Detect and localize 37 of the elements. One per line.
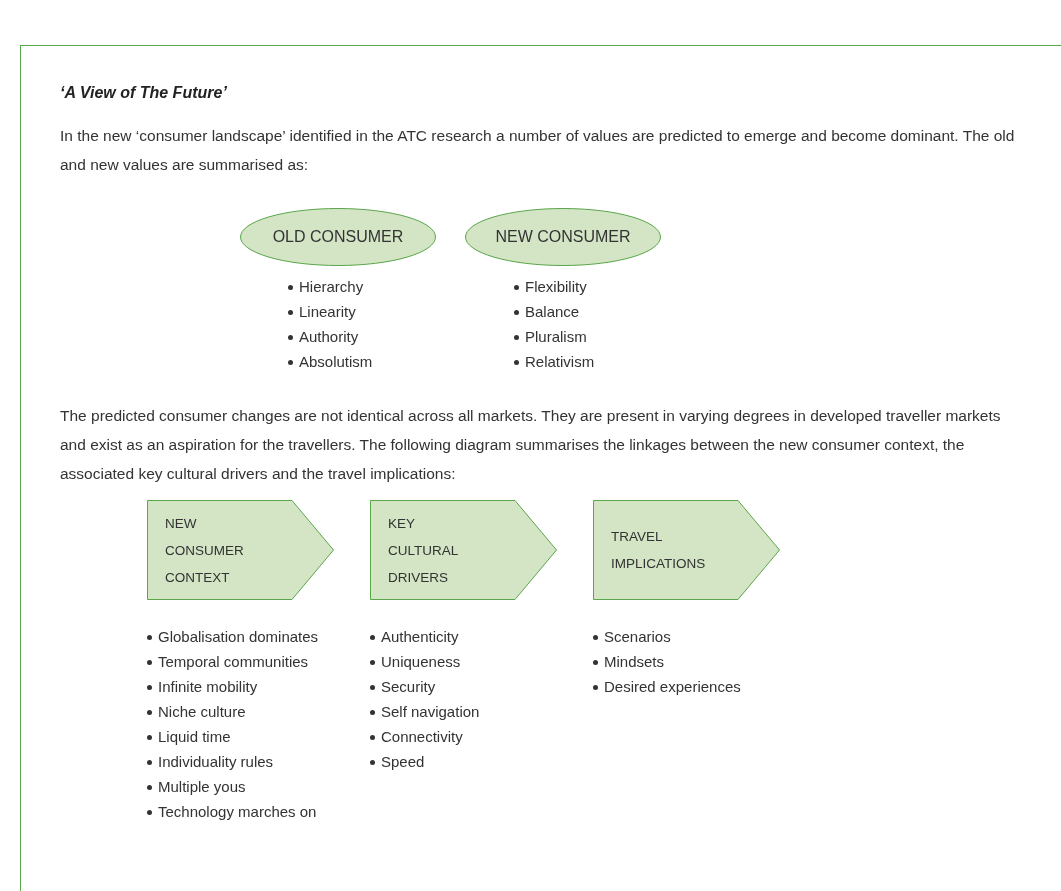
ellipse-node bbox=[465, 208, 661, 266]
list-item: Scenarios bbox=[604, 628, 671, 646]
list-item: Temporal communities bbox=[158, 653, 309, 671]
list-item: Speed bbox=[381, 753, 425, 771]
list-item: Relativism bbox=[525, 353, 595, 371]
list-item: Authority bbox=[299, 328, 359, 346]
list-item: Security bbox=[381, 678, 436, 696]
pentagon-arrow-box bbox=[370, 500, 557, 600]
paragraph: In the new ‘consumer landscape’ identified in the ATC research a number of values are predicted to emerge and become dominant. The old and new values are summarised as: bbox=[60, 126, 1016, 175]
ellipse-node bbox=[240, 208, 436, 266]
list-item: Mindsets bbox=[604, 653, 665, 671]
list-item: Globalisation dominates bbox=[158, 628, 319, 646]
list-item: Uniqueness bbox=[381, 653, 461, 671]
list-item: Liquid time bbox=[158, 728, 231, 746]
list-item: Pluralism bbox=[525, 328, 587, 346]
list-item: Hierarchy bbox=[299, 278, 364, 296]
node-label: KEY CULTURAL DRIVERS bbox=[388, 514, 459, 587]
pentagon-arrow-box bbox=[593, 500, 780, 600]
list-item: Niche culture bbox=[158, 703, 246, 721]
list-item: Absolutism bbox=[299, 353, 373, 371]
list-item: Technology marches on bbox=[158, 803, 317, 821]
list-item: Multiple yous bbox=[158, 778, 246, 796]
list-item: Linearity bbox=[299, 303, 356, 321]
heading: ‘A View of The Future’ bbox=[60, 84, 227, 102]
list-item: Connectivity bbox=[381, 728, 463, 746]
list-item: Infinite mobility bbox=[158, 678, 258, 696]
list-item: Flexibility bbox=[525, 278, 587, 296]
paragraph: The predicted consumer changes are not identical across all markets. They are present in varying degrees in developed traveller markets and exist as an aspiration for the travellers. The following diagram summarises the linkages between the new consumer context, the associated key cultural drivers and the travel implications: bbox=[60, 406, 1002, 484]
pentagon-arrow-box bbox=[147, 500, 334, 600]
list-item: Authenticity bbox=[381, 628, 459, 646]
list-item: Desired experiences bbox=[604, 678, 741, 696]
list-item: Self navigation bbox=[381, 703, 480, 721]
node-label: NEW CONSUMER CONTEXT bbox=[165, 514, 245, 587]
node-label: OLD CONSUMER bbox=[272, 228, 404, 246]
node-label: NEW CONSUMER bbox=[495, 228, 631, 246]
list-item: Individuality rules bbox=[158, 753, 274, 771]
list-item: Balance bbox=[525, 303, 580, 321]
